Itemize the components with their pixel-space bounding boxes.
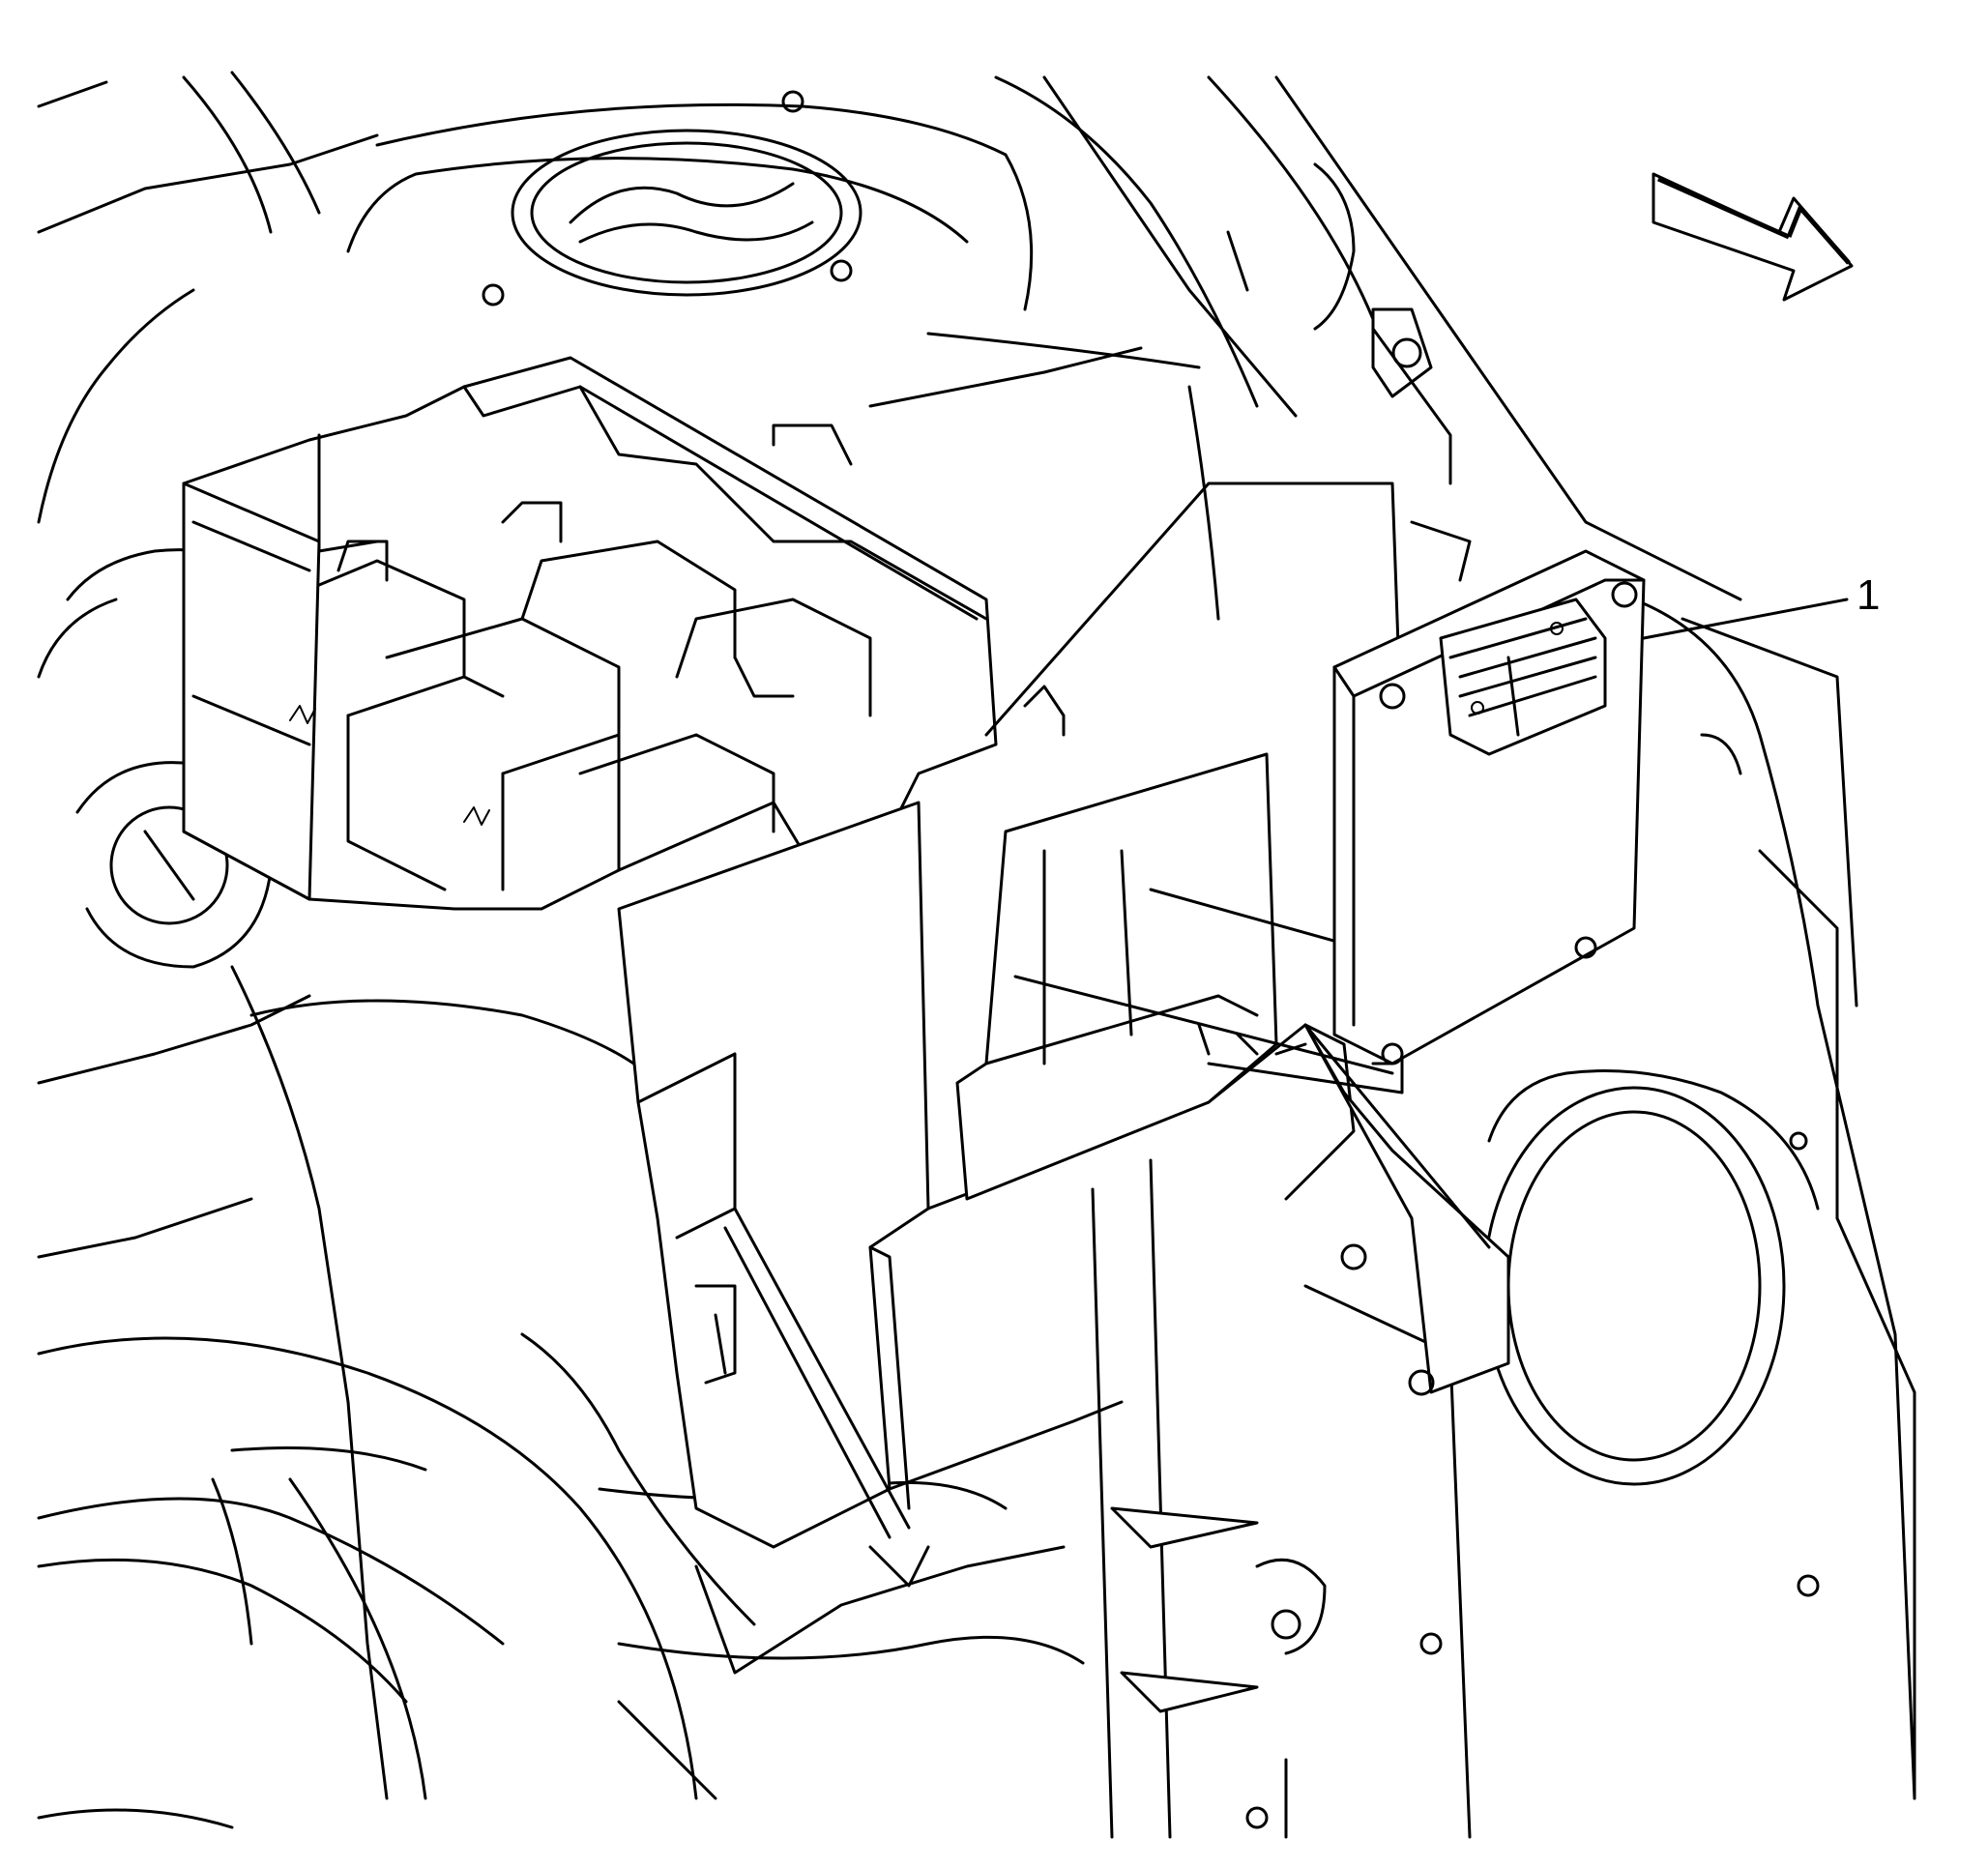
callout-1: 1 [1642,571,1880,640]
fuse-block-support-bracket [617,752,1510,1588]
direction-arrow-icon [1652,172,1854,302]
callout-1-label: 1 [1856,571,1880,619]
control-module [1332,549,1646,1065]
vehicle-body-background [37,71,1916,1839]
fuse-block-tray: ​ [182,356,1066,911]
